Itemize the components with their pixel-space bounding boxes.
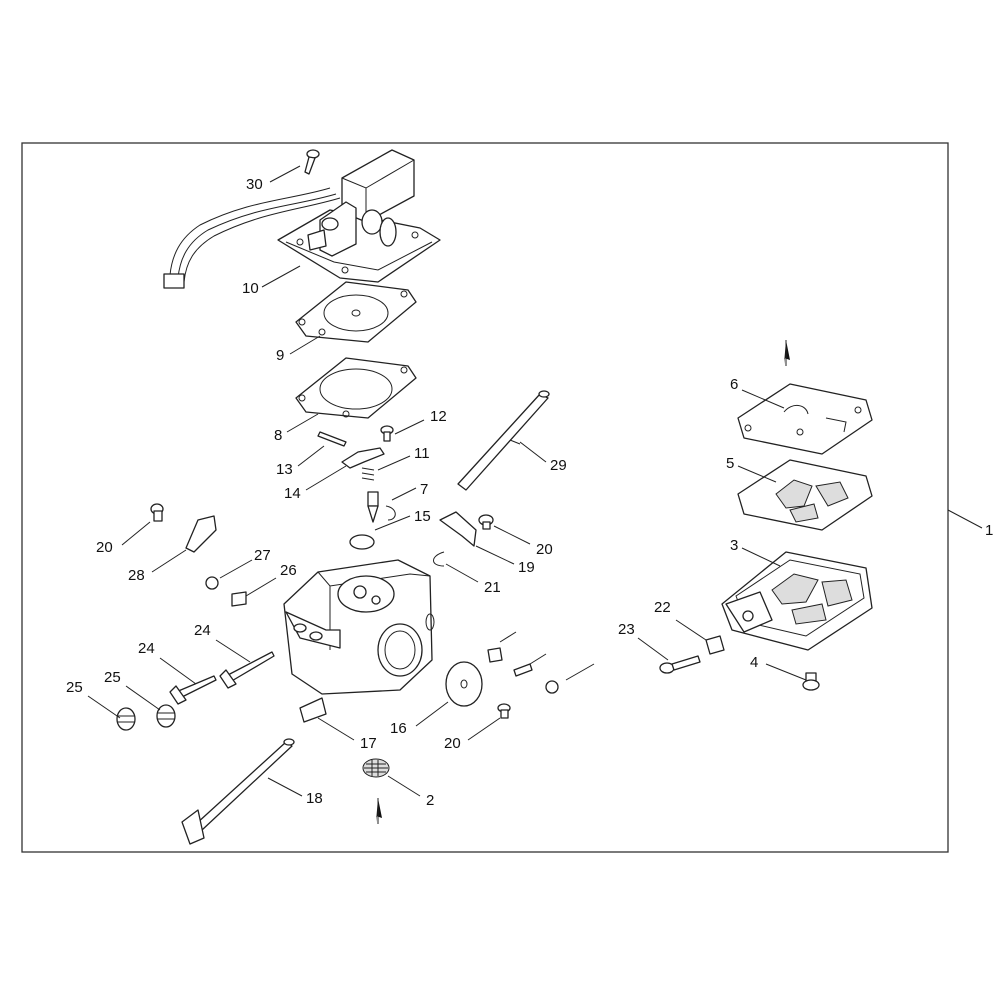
callout-25-left: 25 [66,679,83,696]
part-4-screw[interactable] [802,672,820,691]
callout-17: 17 [360,735,377,752]
part-19-lever[interactable] [439,511,477,547]
callout-20-lower: 20 [444,735,461,752]
callout-23: 23 [618,621,635,638]
spring-small[interactable] [487,647,503,663]
callout-14: 14 [284,485,301,502]
callout-21: 21 [484,579,501,596]
callout-24-right: 24 [194,622,211,639]
callout-28: 28 [128,567,145,584]
part-11-spring[interactable] [361,467,375,481]
callout-20-right: 20 [536,541,553,558]
carburetor-body[interactable] [283,559,435,695]
callout-18: 18 [306,790,323,807]
leader-lines [87,165,983,797]
callout-29: 29 [550,457,567,474]
callout-25-right: 25 [104,669,121,686]
pin-small[interactable] [513,663,533,677]
direction-arrow-lower [376,798,382,822]
callout-3: 3 [730,537,738,554]
part-17-spring[interactable] [299,697,327,723]
callout-30: 30 [246,176,263,193]
callout-10: 10 [242,280,259,297]
part-3-pump-body[interactable] [721,551,873,651]
part-2-filter-screen[interactable] [362,758,390,778]
part-20-screw-lower[interactable] [497,703,511,719]
callout-4: 4 [750,654,758,671]
callout-19: 19 [518,559,535,576]
part-23-screw[interactable] [659,655,701,674]
callout-8: 8 [274,427,282,444]
direction-arrow-upper [784,340,790,364]
callout-6: 6 [730,376,738,393]
part-20-screw-upper-right[interactable] [478,514,494,530]
callout-12: 12 [430,408,447,425]
part-28-plate[interactable] [185,515,217,553]
callout-labels: 1 2 3 4 5 6 7 8 9 10 11 12 13 14 15 16 1… [66,176,993,809]
part-24-screw-lower[interactable] [169,675,217,705]
part-13-pin[interactable] [317,431,347,447]
callout-9: 9 [276,347,284,364]
callout-5: 5 [726,455,734,472]
part-30-screw[interactable] [304,149,320,175]
part-9-gasket[interactable] [295,281,417,343]
ball-small[interactable] [545,680,559,694]
callout-13: 13 [276,461,293,478]
part-15-plug[interactable] [349,534,375,550]
callout-2: 2 [426,792,434,809]
part-25-cap-right[interactable] [156,704,176,728]
part-20-screw-left[interactable] [150,503,164,522]
part-29-shaft[interactable] [457,390,550,491]
part-5-gasket[interactable] [737,459,873,531]
callout-16: 16 [390,720,407,737]
part-25-cap-left[interactable] [116,707,136,731]
part-7-needle-valve[interactable] [367,491,396,523]
callout-24-left: 24 [138,640,155,657]
callout-11: 11 [414,445,430,462]
part-24-screw-upper[interactable] [219,651,275,689]
callout-7: 7 [420,481,428,498]
part-27-ball[interactable] [205,576,219,590]
callout-22: 22 [654,599,671,616]
part-16-plate[interactable] [445,661,483,707]
part-26-spring[interactable] [231,591,247,607]
part-8-gasket[interactable] [295,357,417,419]
part-21-clip[interactable] [433,551,445,567]
part-6-gasket[interactable] [737,383,873,455]
callout-26: 26 [280,562,297,579]
part-14-lever[interactable] [341,447,385,469]
callout-15: 15 [414,508,431,525]
callout-20-left: 20 [96,539,113,556]
diagram-frame [21,142,949,853]
part-12-screw[interactable] [380,425,394,442]
callout-1: 1 [985,522,993,539]
part-22-spring[interactable] [705,635,725,655]
part-10-solenoid-assembly[interactable] [163,149,441,289]
callout-27: 27 [254,547,271,564]
part-18-throttle-shaft[interactable] [181,738,295,845]
